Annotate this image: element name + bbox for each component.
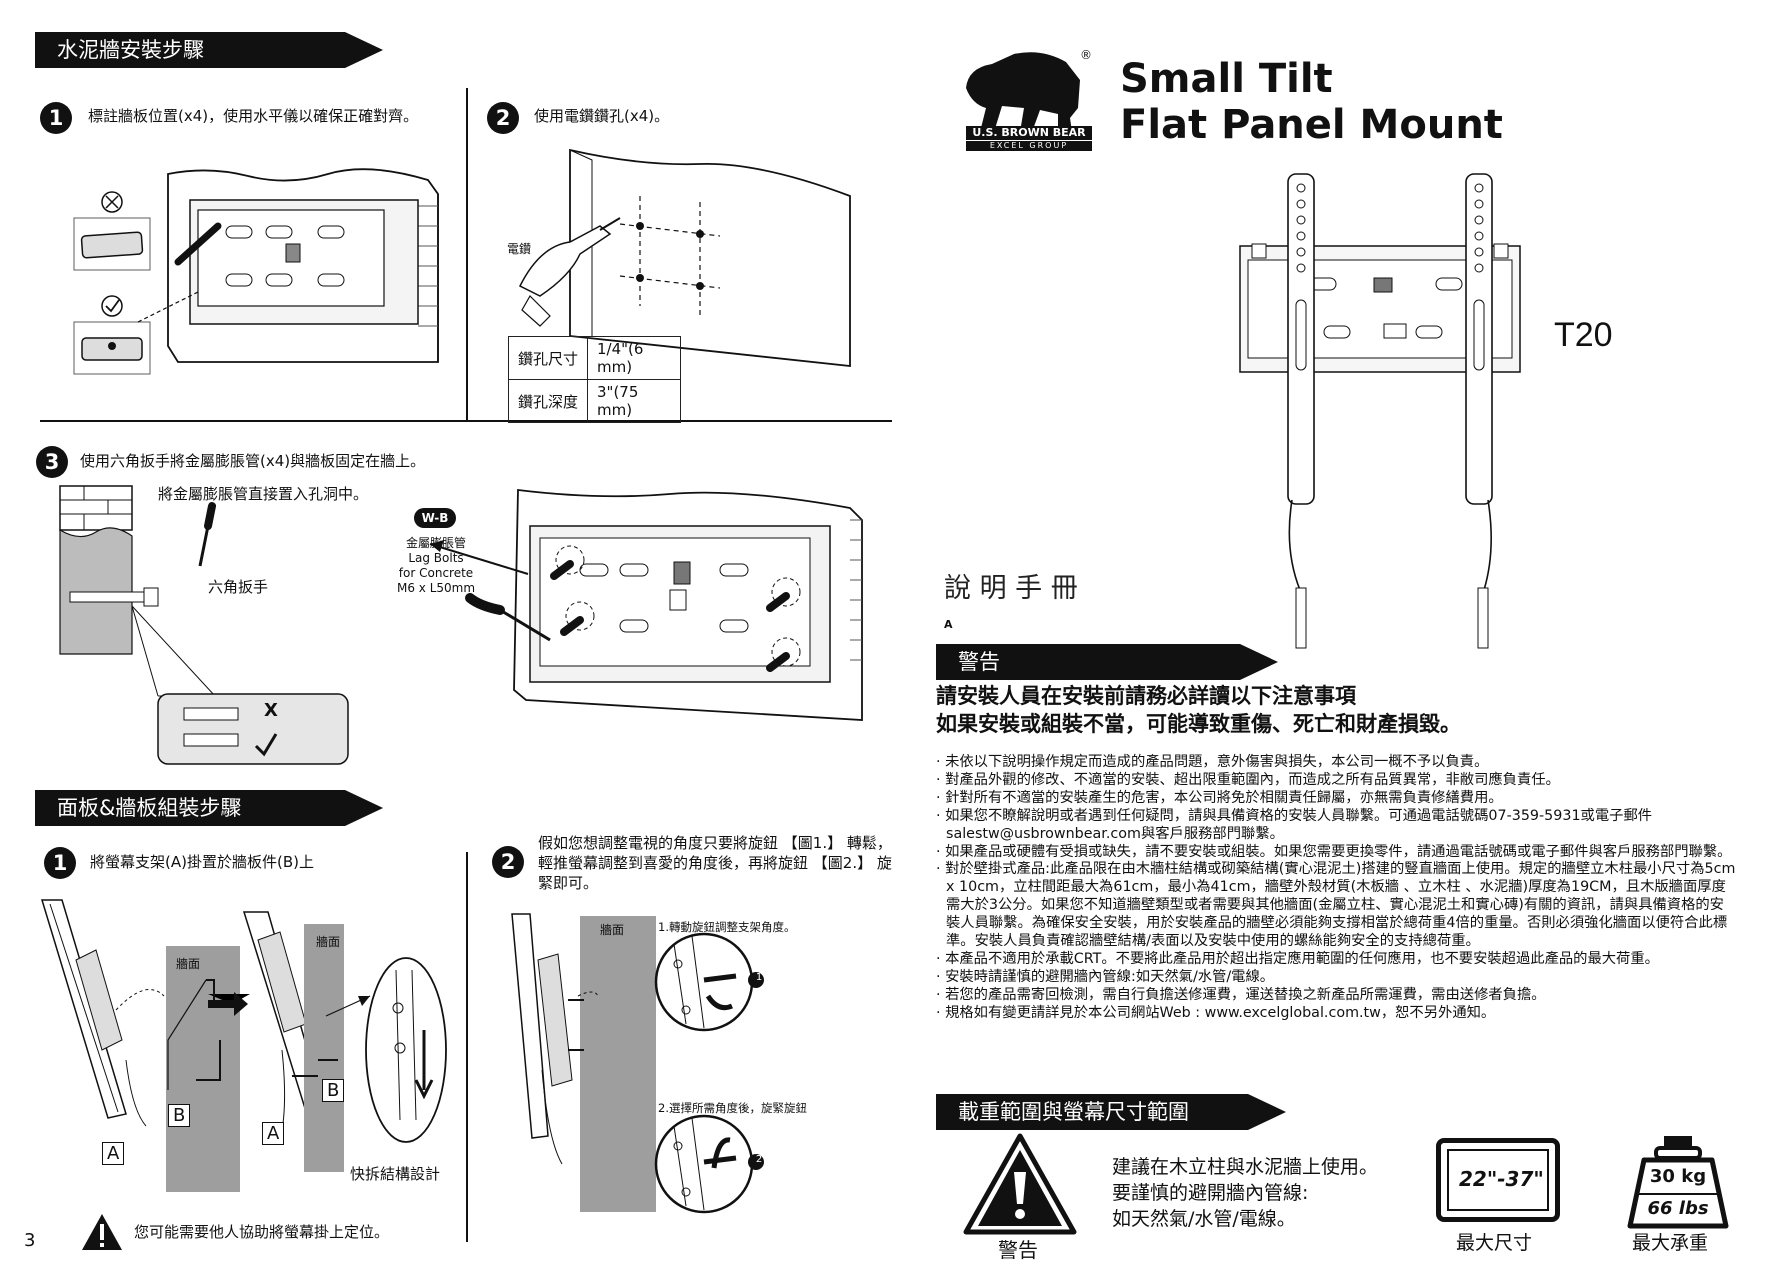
brand-subname: EXCEL GROUP [966,141,1092,151]
drill-depth-label: 鑽孔深度 [507,379,589,423]
anchor-wrong-mark: X [264,700,278,721]
warning-triangle-icon [963,1133,1077,1235]
brand-bear-logo [966,52,1080,133]
weight-icon [1627,1136,1729,1229]
mount-product-illustration [1239,173,1521,649]
max-load-lbs: 66 lbs [1647,1198,1709,1219]
tilt-fig2-number: 2 [755,1154,763,1165]
max-size-label: 最大尺寸 [1456,1232,1533,1254]
warning-item: 針對所有不適當的安裝產生的危害，本公司將免於相關責任歸屬，亦無需負責修繕費用。 [936,790,1736,808]
warning-heading-line1: 請安裝人員在安裝前請務必詳讀以下注意事項 [936,684,1356,708]
registered-mark: ® [1080,48,1092,62]
lag-bolt-line-2: Lag Bolts [408,551,464,565]
warning-item: 若您的產品需寄回檢測，需自行負擔送修運費，運送替換之新產品所需運費，需由送修者負… [936,987,1736,1005]
load-range-banner: 載重範圍與螢幕尺寸範圍 [936,1094,1286,1130]
hang-mount-illustration [40,899,447,1192]
concrete-step3-subtext: 將金屬膨脹管直接置入孔洞中。 [158,485,369,503]
quick-release-label: 快拆結構設計 [350,1165,441,1183]
drill-label: 電鑽 [507,242,532,256]
lag-bolt-info: 金屬膨脹管 Lag Bolts for Concrete M6 x L50mm [388,536,484,596]
wall-label-1: 牆面 [176,957,201,971]
anchor-cross-section-illustration [59,485,349,765]
warning-banner: 警告 [936,644,1278,680]
load-note-line2: 要謹慎的避開牆內管線: [1112,1182,1309,1204]
warning-item: 如果產品或硬體有受損或缺失，請不要安裝或組裝。如果您需要更換零件，請通過電話號碼… [936,844,1736,862]
drill-spec-table: 鑽孔尺寸 1/4"(6 mm) 鑽孔深度 3"(75 mm) [507,336,682,423]
hex-wrench-label: 六角扳手 [208,578,269,596]
concrete-step3-number: 3 [36,446,68,478]
panel-column-divider [466,852,468,1242]
panel-step1-text: 將螢幕支架(A)掛置於牆板件(B)上 [90,853,314,871]
load-note-line1: 建議在木立柱與水泥牆上使用。 [1112,1156,1379,1178]
lag-bolt-badge: W-B [414,508,456,528]
tilt-fig1-caption: 1.轉動旋鈕調整支架角度。 [658,920,796,934]
wall-label-2: 牆面 [316,935,341,949]
concrete-step2-text: 使用電鑽鑽孔(x4)。 [534,107,670,125]
bracket-label-a-2: A [262,1122,285,1145]
product-title-line2: Flat Panel Mount [1120,102,1503,148]
max-load-label: 最大承重 [1632,1232,1709,1254]
load-note: 建議在木立柱與水泥牆上使用。 要謹慎的避開牆內管線: 如天然氣/水管/電線。 [1112,1154,1378,1232]
panel-step1-number: 1 [44,847,76,879]
concrete-section-banner: 水泥牆安裝步驟 [35,32,383,68]
helper-note: 您可能需要他人協助將螢幕掛上定位。 [134,1223,390,1241]
tilt-fig2-caption: 2.選擇所需角度後，旋緊旋鈕 [658,1101,807,1115]
max-size-screen [1447,1149,1549,1211]
drilling-illustration [518,148,851,368]
manual-version: A [944,618,953,631]
bracket-label-b-2: B [322,1079,345,1102]
product-title-line1: Small Tilt [1120,56,1333,102]
model-number: T20 [1554,316,1613,354]
panel-step2-number: 2 [492,846,524,878]
drill-depth-value: 3"(75 mm) [587,379,682,423]
warning-item: 規格如有變更請詳見於本公司網站Web : www.excelglobal.com… [936,1005,1736,1023]
concrete-column-divider [466,88,468,422]
max-load-kg: 30 kg [1649,1166,1707,1187]
brand-name: U.S. BROWN BEAR [966,126,1092,140]
page-number: 3 [24,1230,36,1251]
warning-item: 對於壁掛式產品:此產品限在由木牆柱結構或砌築結構(實心混泥土)搭建的豎直牆面上使… [936,861,1736,951]
level-check-illustration [73,191,151,375]
tilt-adjust-illustration [511,913,764,1214]
drill-size-value: 1/4"(6 mm) [587,336,682,380]
drill-depth-row: 鑽孔深度 3"(75 mm) [507,379,682,423]
manual-label: 說 明 手 冊 [944,573,1078,604]
bracket-label-a-1: A [102,1142,125,1165]
warning-heading-line2: 如果安裝或組裝不當，可能導致重傷、死亡和財產損毀。 [936,712,1461,736]
load-note-line3: 如天然氣/水管/電線。 [1112,1208,1296,1230]
concrete-step2-number: 2 [487,102,519,134]
drill-size-row: 鑽孔尺寸 1/4"(6 mm) [507,336,682,380]
panel-step2-text: 假如您想調整電視的角度只要將旋鈕 【圖1.】 轉鬆，輕推螢幕調整到喜愛的角度後，… [538,834,892,892]
caution-icon [82,1214,122,1250]
drill-size-label: 鑽孔尺寸 [507,336,589,380]
wall-label-3: 牆面 [600,923,625,937]
tilt-fig1-number: 1 [755,972,763,983]
concrete-step1-text: 標註牆板位置(x4)，使用水平儀以確保正確對齊。 [88,107,419,125]
max-size-icon: 22"-37" [1436,1138,1560,1222]
bracket-label-b-1: B [168,1104,191,1127]
lag-bolt-line-4: M6 x L50mm [396,581,476,595]
warning-item: 安裝時請謹慎的避開牆內管線:如天然氣/水管/電線。 [936,969,1736,987]
wall-plate-marking-illustration [137,168,439,363]
warning-list: 未依以下說明操作規定而造成的產品問題，意外傷害與損失，本公司一概不予以負責。 對… [936,754,1736,1023]
panel-section-banner: 面板&牆板組裝步驟 [35,790,383,826]
lag-bolt-line-3: for Concrete [398,566,474,580]
warning-item: 如果您不瞭解說明或者遇到任何疑問，請與具備資格的安裝人員聯繫。可通過電話號碼07… [936,808,1736,844]
wrong-mark-icon [101,191,123,213]
concrete-step3-text: 使用六角扳手將金屬膨脹管(x4)與牆板固定在牆上。 [80,452,426,470]
right-mark-icon [101,295,123,317]
concrete-row-divider [40,420,892,422]
warning-item: 對產品外觀的修改、不適當的安裝、超出限重範圍內，而造成之所有品質異常，非敝司應負… [936,772,1736,790]
warning-item: 本產品不適用於承載CRT。不要將此產品用於超出指定應用範圍的任何應用，也不要安裝… [936,951,1736,969]
warning-item: 未依以下說明操作規定而造成的產品問題，意外傷害與損失，本公司一概不予以負責。 [936,754,1736,772]
concrete-step1-number: 1 [40,102,72,134]
wall-plate-bolting-illustration [429,488,863,721]
warning-icon-label: 警告 [998,1238,1038,1262]
max-size-value: 22"-37" [1459,1167,1544,1191]
warning-heading: 請安裝人員在安裝前請務必詳讀以下注意事項 如果安裝或組裝不當，可能導致重傷、死亡… [936,682,1461,738]
